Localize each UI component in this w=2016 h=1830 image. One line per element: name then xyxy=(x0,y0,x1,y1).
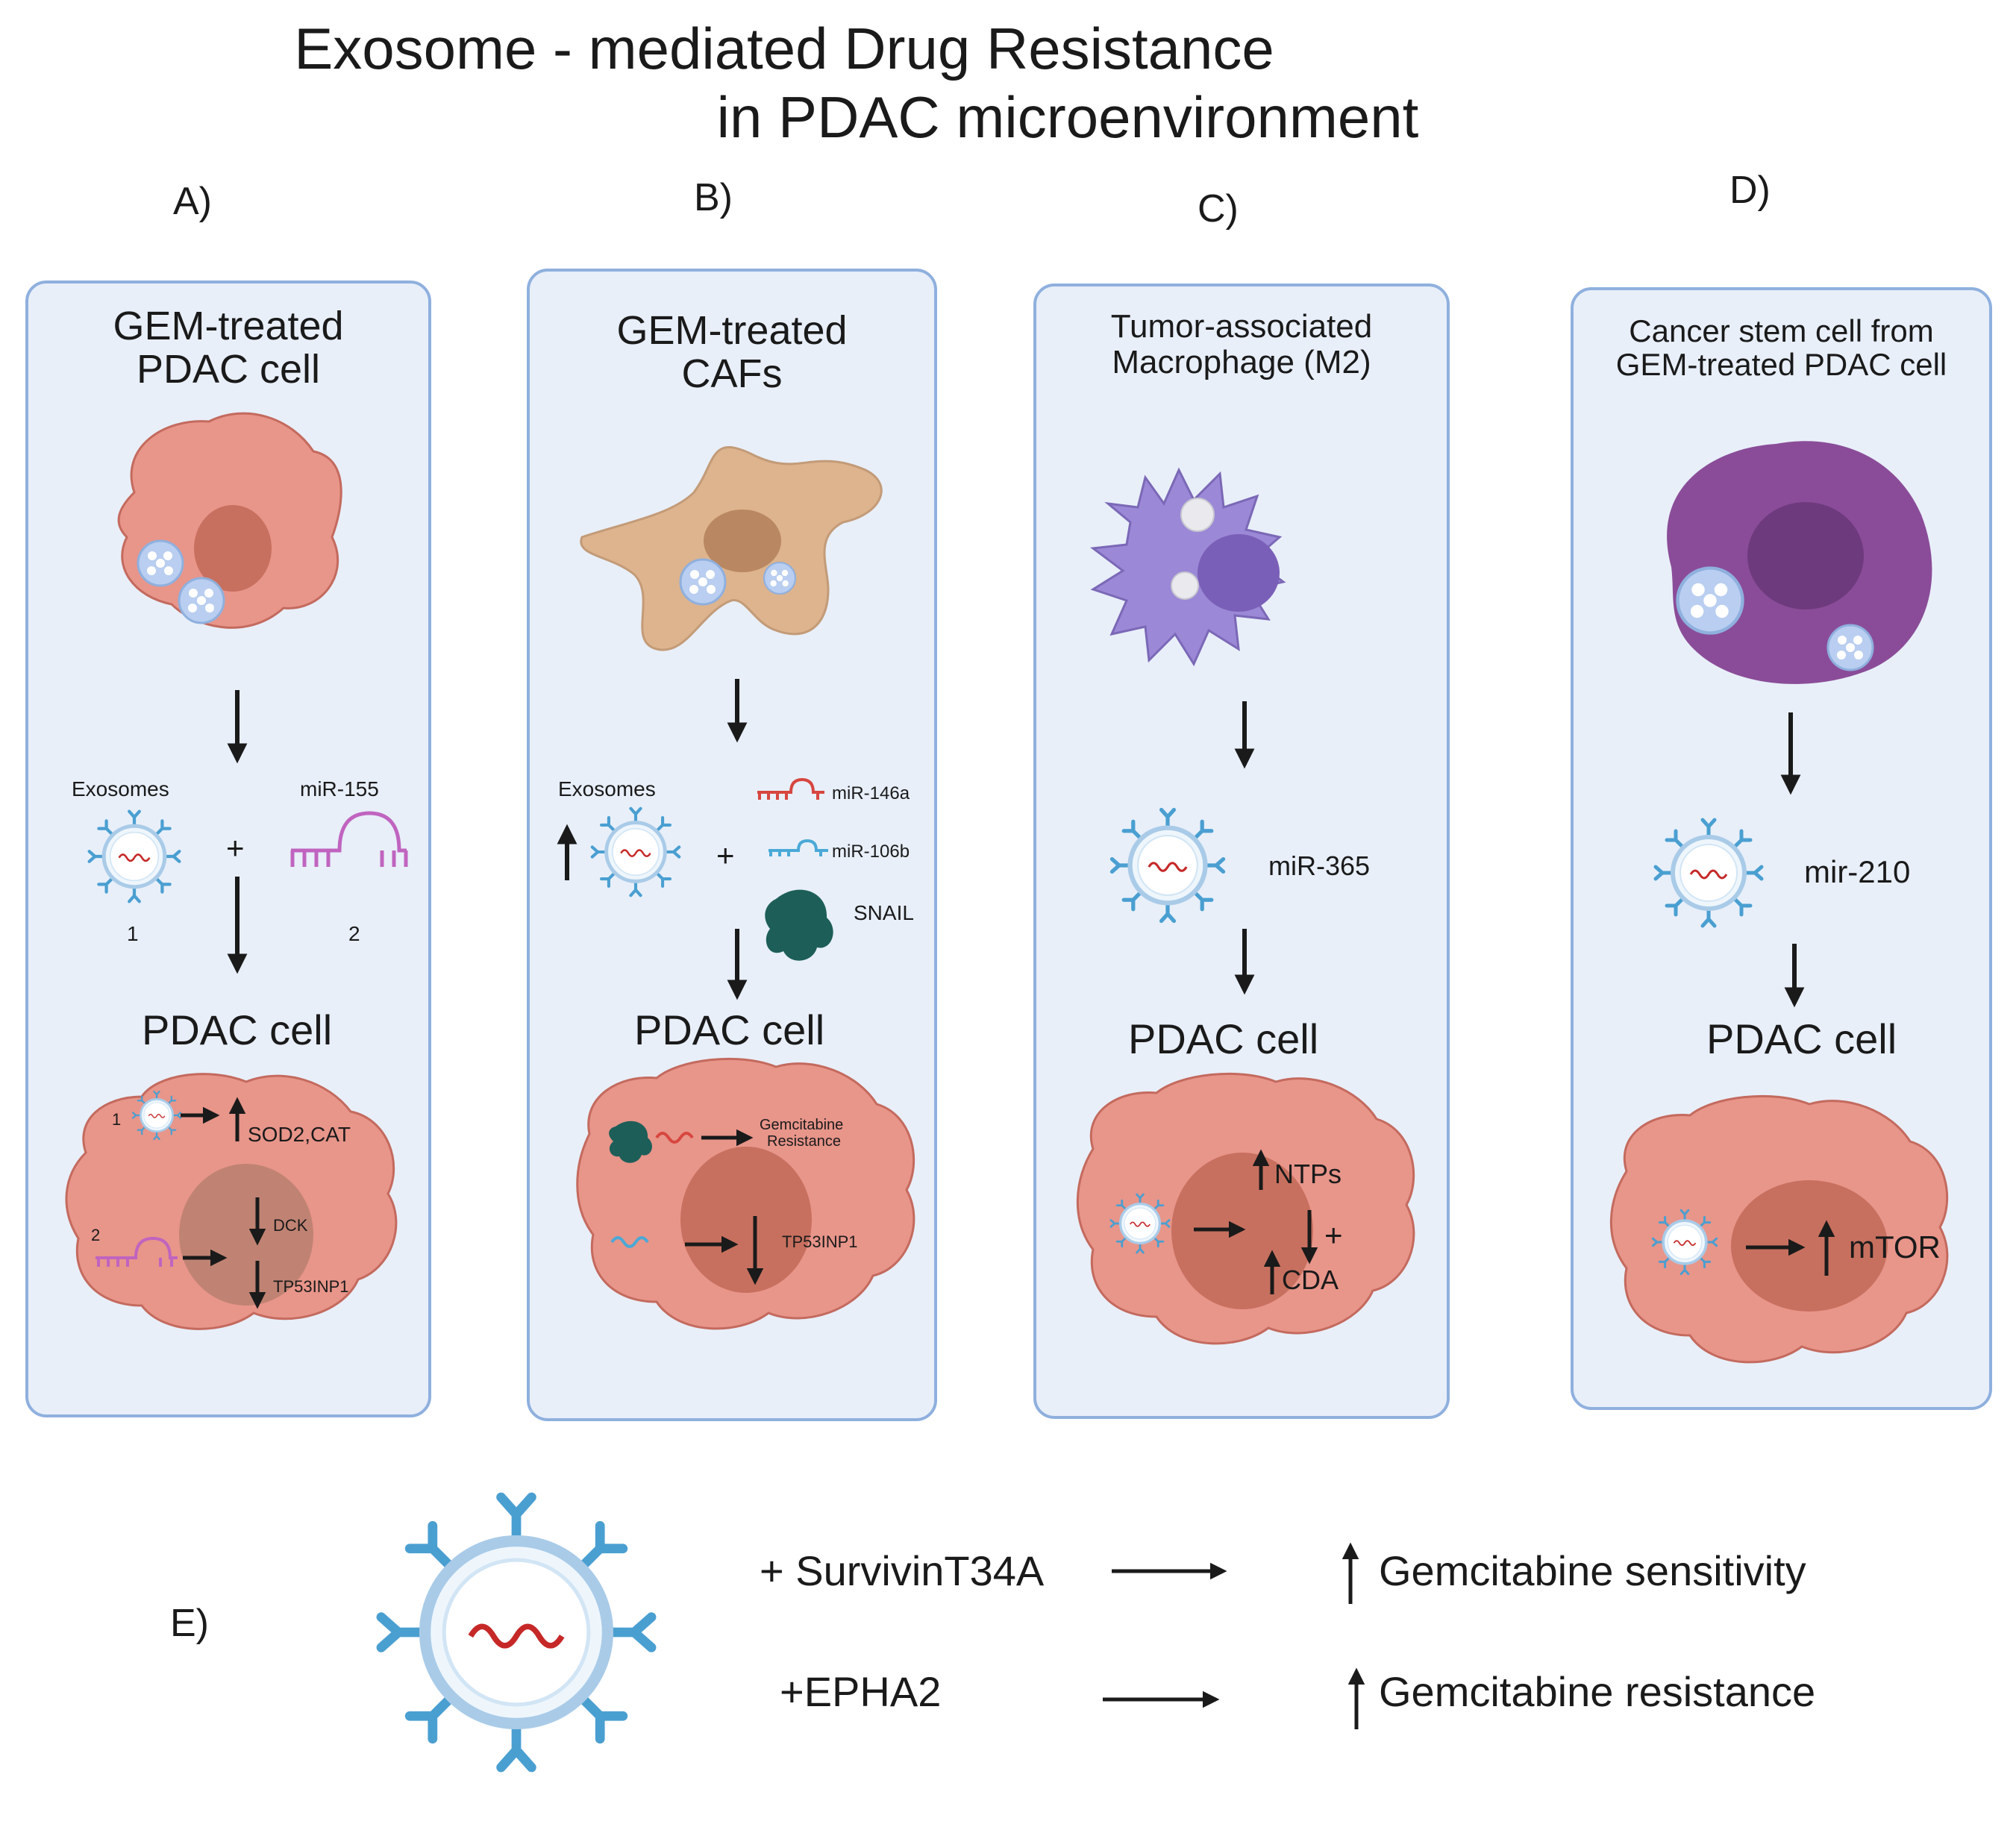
panel-c-target-label: PDAC cell xyxy=(1128,1015,1319,1062)
panel-b-mir106b-label: miR-106b xyxy=(832,842,910,862)
panel-c-gene-cda: CDA xyxy=(1282,1265,1339,1295)
panel-a-plus: + xyxy=(226,830,245,865)
panel-c-title-line2: Macrophage (M2) xyxy=(1112,343,1371,380)
panel-e-label: E) xyxy=(170,1602,209,1645)
panel-b-title-line1: GEM-treated xyxy=(616,308,848,353)
panel-c-title: Tumor-associated Macrophage (M2) xyxy=(1036,309,1447,380)
caf-nucleus xyxy=(704,510,781,572)
panel-e-row2-agent: +EPHA2 xyxy=(780,1668,942,1715)
panel-b-title-line2: CAFs xyxy=(681,351,783,397)
panel-e-row1-agent: + SurvivinT34A xyxy=(760,1547,1045,1594)
recipient-pdac-nucleus xyxy=(179,1164,313,1306)
panel-a-target-label: PDAC cell xyxy=(142,1006,333,1053)
panel-c-plus: + xyxy=(1324,1218,1343,1253)
figure-title-line2: in PDAC microenvironment xyxy=(716,84,1419,150)
phagosome-icon xyxy=(1180,498,1215,532)
panel-c-mir365-label: miR-365 xyxy=(1268,850,1371,881)
panel-a-graphics xyxy=(65,412,408,1330)
panel-d-title-line1: Cancer stem cell from xyxy=(1629,313,1934,348)
recipient-pdac-nucleus xyxy=(680,1147,812,1293)
panel-d-mir210-label: mir-210 xyxy=(1804,854,1911,889)
panel-a-gene-sod2-cat: SOD2,CAT xyxy=(248,1123,351,1146)
panel-a-title-line2: PDAC cell xyxy=(136,347,321,392)
mir-155-hairpin-icon xyxy=(96,1236,178,1267)
panel-b-graphics xyxy=(557,446,915,1330)
panel-b-effect: Gemcitabine Resistance xyxy=(760,1117,843,1150)
mir-155-hairpin-icon xyxy=(290,811,408,867)
panel-b-target-label: PDAC cell xyxy=(634,1006,825,1053)
panel-d-label: D) xyxy=(1729,169,1771,212)
mir-146a-strand xyxy=(655,1132,694,1144)
panel-d-target-label: PDAC cell xyxy=(1706,1015,1897,1062)
panel-b-label: B) xyxy=(694,176,733,219)
mir-106b-strand xyxy=(610,1236,649,1248)
panel-b-plus: + xyxy=(716,838,735,873)
snail-protein-icon xyxy=(765,889,833,961)
exosome-icon xyxy=(1112,809,1223,921)
panel-c-title-line1: Tumor-associated xyxy=(1110,308,1373,345)
mir-146a-hairpin-icon xyxy=(757,777,824,800)
recipient-pdac-nucleus xyxy=(1731,1180,1888,1312)
panel-b-gene-tp53inp1: TP53INP1 xyxy=(782,1232,858,1251)
panel-a-marker-2: 2 xyxy=(91,1226,101,1244)
panel-e-row1-effect: Gemcitabine sensitivity xyxy=(1379,1547,1806,1594)
panel-c-label: C) xyxy=(1198,187,1239,231)
panel-a-marker-1: 1 xyxy=(112,1110,122,1129)
panel-b-effect-line1: Gemcitabine xyxy=(760,1117,844,1133)
panel-a-title: GEM-treated PDAC cell xyxy=(28,304,428,392)
panel-d-title-line2: GEM-treated PDAC cell xyxy=(1615,347,1947,383)
panel-d-graphics xyxy=(1609,441,1949,1364)
intracellular-vesicle xyxy=(137,539,184,587)
panel-a-gene-dck: DCK xyxy=(273,1216,308,1235)
figure-title-line1: Exosome - mediated Drug Resistance xyxy=(294,16,1274,81)
intracellular-vesicle xyxy=(763,561,797,595)
panel-a-item-1: 1 xyxy=(127,922,139,945)
gem-treated-pdac-nucleus xyxy=(194,505,272,592)
exosome-icon xyxy=(1656,820,1762,926)
snail-protein-icon xyxy=(609,1121,652,1163)
panel-c-graphics xyxy=(1076,467,1415,1345)
panel-e-graphics xyxy=(381,1497,1365,1767)
panel-a-title-line1: GEM-treated xyxy=(113,304,344,348)
panel-a-gene-tp53inp1: TP53INP1 xyxy=(273,1277,349,1296)
panel-b-snail-label: SNAIL xyxy=(854,901,914,924)
phagosome-icon xyxy=(1171,571,1199,600)
panel-d-title: Cancer stem cell from GEM-treated PDAC c… xyxy=(1574,314,1989,382)
intracellular-vesicle xyxy=(1678,568,1743,633)
panel-b-effect-line2: Resistance xyxy=(767,1133,841,1150)
panel-b-mir146a-label: miR-146a xyxy=(832,783,910,803)
panel-a-exosomes-label: Exosomes xyxy=(72,777,169,800)
panel-a-item-2: 2 xyxy=(348,922,360,945)
intracellular-vesicle xyxy=(1826,624,1874,671)
panel-a-mir155-label: miR-155 xyxy=(300,777,379,800)
intracellular-vesicle xyxy=(679,558,727,606)
panel-d-gene-mtor: mTOR xyxy=(1849,1229,1941,1265)
macrophage-nucleus xyxy=(1198,534,1280,612)
large-exosome-icon xyxy=(381,1497,651,1767)
panel-e-row2-effect: Gemcitabine resistance xyxy=(1379,1668,1816,1715)
panel-b-title: GEM-treated CAFs xyxy=(530,309,934,396)
exosome-icon xyxy=(90,812,180,902)
intracellular-vesicle xyxy=(178,577,225,624)
panel-b-exosomes-label: Exosomes xyxy=(558,777,656,800)
stem-cell-nucleus xyxy=(1747,502,1864,610)
mir-106b-hairpin-icon xyxy=(768,839,828,856)
panel-c-gene-ntps: NTPs xyxy=(1274,1159,1342,1189)
panel-a-label: A) xyxy=(173,180,212,223)
exosome-icon xyxy=(592,809,679,895)
